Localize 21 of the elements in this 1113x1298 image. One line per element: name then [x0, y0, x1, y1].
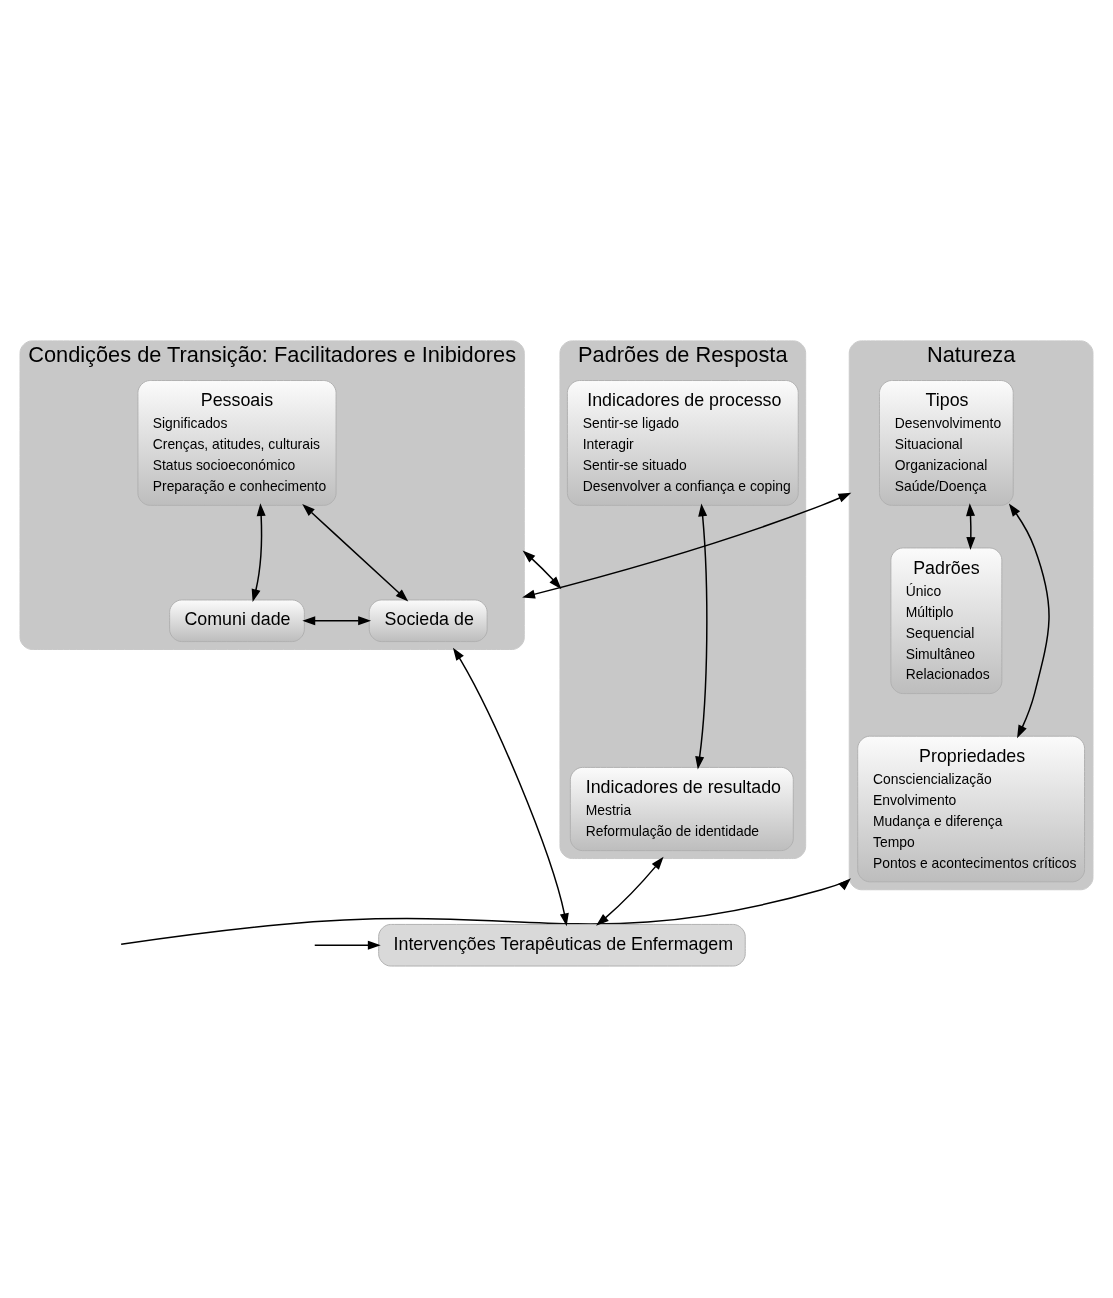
node-box: Comuni dade: [169, 598, 305, 642]
arrow: [314, 940, 381, 950]
node-box: Tipos Desenvolvimento Situacional Organizacional Saúde/Doença: [879, 379, 1014, 506]
arrow: [120, 877, 851, 945]
node-box: Socieda de: [368, 598, 488, 642]
arrow: [302, 503, 409, 601]
node-box: Pessoais Significados Crenças, atitudes, culturais Status socioeconómico Preparação e conhecimento: [137, 379, 337, 506]
arrow: [695, 502, 708, 769]
node-box: Intervenções Terapêuticas de Enfermagem: [378, 923, 746, 967]
arrow: [251, 502, 266, 602]
arrow: [302, 615, 372, 625]
arrow: [522, 492, 852, 599]
arrow: [522, 550, 562, 589]
arrow: [596, 856, 664, 926]
node-box: Indicadores de resultado Mestria Reformulação de identidade: [569, 766, 794, 851]
arrow: [452, 647, 569, 926]
node-box: Propriedades Consciencialização Envolvimento Mudança e diferença Tempo Pontos e acontecimentos críticos: [857, 735, 1086, 882]
arrow: [966, 502, 976, 550]
node-box: Padrões Único Múltiplo Sequencial Simultâneo Relacionados: [890, 546, 1003, 694]
node-box: Indicadores de processo Sentir-se ligado Interagir Sentir-se situado Desenvolver a confiança e coping: [566, 379, 799, 506]
arrow: [1008, 503, 1050, 738]
